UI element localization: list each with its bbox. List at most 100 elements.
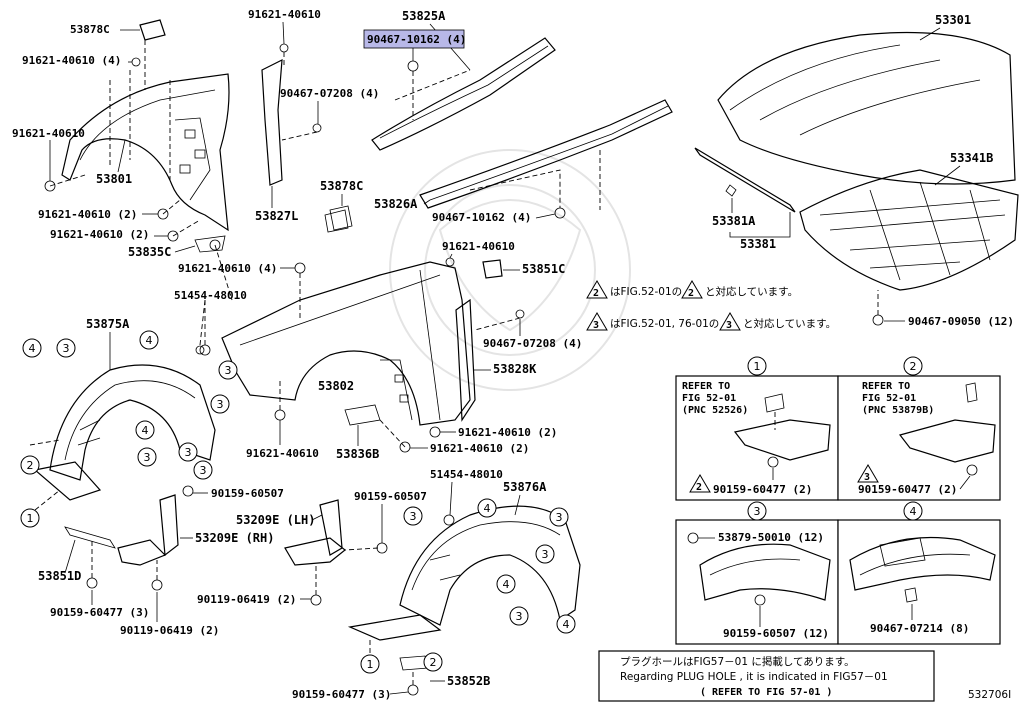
plug-hole-note: プラグホールはFIG57－01 に掲載してあります。 Regarding PLU… xyxy=(598,650,935,702)
svg-text:FIG 52-01: FIG 52-01 xyxy=(862,393,916,404)
leader-line xyxy=(535,213,556,219)
label-53878C-mid: 53878C xyxy=(320,179,363,193)
label-90159-60507-b: 90159-60507 xyxy=(354,490,427,503)
label-53381: 53381 xyxy=(740,237,776,251)
svg-text:1: 1 xyxy=(367,658,374,671)
label-53878C-top: 53878C xyxy=(70,23,110,36)
callout-1: 1 xyxy=(360,654,380,674)
svg-text:3: 3 xyxy=(185,446,192,459)
callout-2: 2 xyxy=(423,652,443,672)
leader-line xyxy=(311,514,323,521)
svg-text:と対応しています。: と対応しています。 xyxy=(743,317,836,330)
leader-line xyxy=(423,199,431,205)
svg-text:4: 4 xyxy=(503,578,510,591)
label-53825A: 53825A xyxy=(402,9,446,23)
leader-line xyxy=(729,212,791,238)
svg-text:2: 2 xyxy=(593,288,599,299)
svg-text:FIG 52-01: FIG 52-01 xyxy=(682,393,736,404)
leader-line xyxy=(117,139,126,173)
leader-line xyxy=(174,245,196,253)
callout-3: 3 xyxy=(549,507,569,527)
callout-4: 4 xyxy=(496,574,516,594)
label-51454-48010-b: 51454-48010 xyxy=(430,468,503,481)
inset-2: 2 REFER TO FIG 52-01 (PNC 53879B) 3 9015… xyxy=(837,356,1001,501)
svg-text:3: 3 xyxy=(542,548,549,561)
label-53852B: 53852B xyxy=(447,674,490,688)
inset-3: 3 53879-50010 (12) 90159-60507 (12) xyxy=(675,501,839,645)
svg-text:3: 3 xyxy=(217,398,224,411)
callout-3: 3 xyxy=(403,506,423,526)
svg-text:3: 3 xyxy=(63,342,70,355)
svg-text:(PNC 53879B): (PNC 53879B) xyxy=(862,405,934,416)
callout-4: 4 xyxy=(556,614,576,634)
highlight-selected-part[interactable] xyxy=(363,29,465,49)
callout-3: 3 xyxy=(56,338,76,358)
plug-note-line2: Regarding PLUG HOLE , it is indicated in… xyxy=(620,671,888,683)
label-53851D: 53851D xyxy=(38,569,81,583)
svg-text:3: 3 xyxy=(200,464,207,477)
label-53209E-RH: 53209E (RH) xyxy=(195,531,274,545)
part-group-fender-liner-front xyxy=(29,299,216,591)
svg-text:1: 1 xyxy=(754,360,761,373)
leader-line xyxy=(449,481,453,516)
svg-text:はFIG.52-01の: はFIG.52-01の xyxy=(610,286,682,298)
inset-3-bolt-label: 90159-60507 (12) xyxy=(723,627,829,640)
svg-text:4: 4 xyxy=(142,424,149,437)
label-53835C: 53835C xyxy=(128,245,171,259)
svg-text:4: 4 xyxy=(910,505,917,518)
callout-3: 3 xyxy=(535,544,555,564)
callout-4: 4 xyxy=(139,330,159,350)
svg-text:(PNC 52526): (PNC 52526) xyxy=(682,405,748,416)
label-53828K: 53828K xyxy=(493,362,537,376)
callout-3: 3 xyxy=(218,360,238,380)
label-91621-40610-d: 91621-40610 xyxy=(246,447,319,460)
svg-text:2: 2 xyxy=(696,482,702,493)
inset-1: 1 REFER TO FIG 52-01 (PNC 52526) 2 90159… xyxy=(675,356,839,501)
part-group-cowl-seals xyxy=(329,37,673,231)
callout-2: 2 xyxy=(20,455,40,475)
label-53341B: 53341B xyxy=(950,151,993,165)
label-91621-40610-2a: 91621-40610 (2) xyxy=(38,208,137,221)
inset-3-clip-label: 53879-50010 (12) xyxy=(718,531,824,544)
plug-note-line1: プラグホールはFIG57－01 に掲載してあります。 xyxy=(620,655,855,668)
figure-id: 532706I xyxy=(968,689,1011,701)
label-90467-10162-4a[interactable]: 90467-10162 (4) xyxy=(367,33,466,46)
label-53301: 53301 xyxy=(935,13,971,27)
inset-1-bolt-label: 90159-60477 (2) xyxy=(713,483,812,496)
svg-text:3: 3 xyxy=(556,511,563,524)
label-90467-10162-4b: 90467-10162 (4) xyxy=(432,211,531,224)
part-group-fender-liner-rear xyxy=(284,499,581,696)
label-90159-60477-3b: 90159-60477 (3) xyxy=(292,688,391,701)
svg-text:4: 4 xyxy=(29,342,36,355)
label-91621-40610-2d: 91621-40610 (2) xyxy=(430,442,529,455)
label-90119-06419-2b: 90119-06419 (2) xyxy=(120,624,219,637)
svg-text:3: 3 xyxy=(225,364,232,377)
label-91621-40610-a: 91621-40610 xyxy=(248,8,321,21)
label-53836B: 53836B xyxy=(336,447,379,461)
svg-text:3: 3 xyxy=(516,610,523,623)
label-53802: 53802 xyxy=(318,379,354,393)
svg-text:4: 4 xyxy=(484,502,491,515)
leader-line xyxy=(919,27,941,41)
svg-text:と対応しています。: と対応しています。 xyxy=(705,285,798,298)
svg-text:2: 2 xyxy=(688,288,694,299)
callout-circles: 4 3 4 3 3 4 3 3 3 2 1 3 4 3 3 4 3 4 1 2 xyxy=(20,330,576,674)
label-53381A: 53381A xyxy=(712,214,756,228)
svg-text:4: 4 xyxy=(563,618,570,631)
callout-4: 4 xyxy=(477,498,497,518)
label-91621-40610-b: 91621-40610 xyxy=(12,127,85,140)
svg-text:2: 2 xyxy=(910,360,917,373)
inset-4: 4 90467-07214 (8) xyxy=(837,501,1001,645)
part-group-hood xyxy=(694,31,1019,326)
svg-text:REFER TO: REFER TO xyxy=(682,381,730,392)
label-91621-40610-2b: 91621-40610 (2) xyxy=(50,228,149,241)
leader-line xyxy=(282,21,285,45)
label-53801: 53801 xyxy=(96,172,132,186)
label-51454-48010-a: 51454-48010 xyxy=(174,289,247,302)
callout-3: 3 xyxy=(509,606,529,626)
leader-line xyxy=(389,691,409,695)
label-53827L: 53827L xyxy=(255,209,298,223)
svg-text:3: 3 xyxy=(593,320,599,331)
plug-note-line3: ( REFER TO FIG 57-01 ) xyxy=(700,687,832,698)
note-fig-52-01: 2 はFIG.52-01の 2 と対応しています。 xyxy=(586,280,798,299)
